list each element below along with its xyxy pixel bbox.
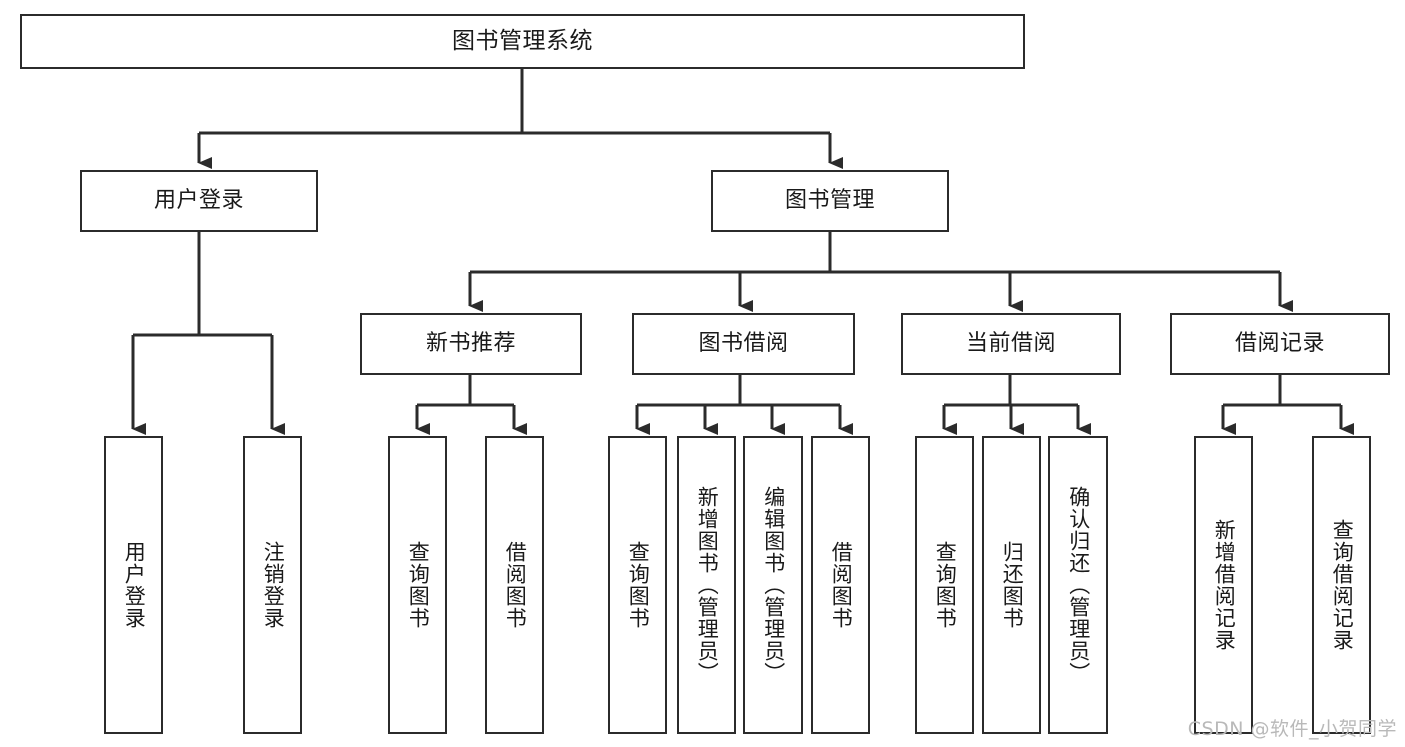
leaf-add-book-admin[interactable]: 新增图书（管理员） <box>677 436 736 734</box>
leaf-confirm-return-admin[interactable]: 确认归还（管理员） <box>1048 436 1108 734</box>
node-label: 新增借阅记录 <box>1212 519 1237 651</box>
node-label: 查询图书 <box>626 541 651 629</box>
node-borrow-records[interactable]: 借阅记录 <box>1170 313 1390 375</box>
leaf-query-borrow-record[interactable]: 查询借阅记录 <box>1312 436 1371 734</box>
node-label: 编辑图书（管理员） <box>761 486 786 684</box>
node-book-management[interactable]: 图书管理 <box>711 170 949 232</box>
leaf-query-book-newbook[interactable]: 查询图书 <box>388 436 447 734</box>
node-label: 确认归还（管理员） <box>1066 486 1091 684</box>
leaf-borrow-book-newbook[interactable]: 借阅图书 <box>485 436 544 734</box>
leaf-return-book[interactable]: 归还图书 <box>982 436 1041 734</box>
node-label: 查询图书 <box>406 541 431 629</box>
node-root-book-management-system[interactable]: 图书管理系统 <box>20 14 1025 69</box>
leaf-borrow-book[interactable]: 借阅图书 <box>811 436 870 734</box>
node-label: 借阅图书 <box>503 541 528 629</box>
node-book-borrowing[interactable]: 图书借阅 <box>632 313 855 375</box>
node-label: 新增图书（管理员） <box>695 486 720 684</box>
node-label: 用户登录 <box>153 187 244 213</box>
node-label: 用户登录 <box>122 541 147 629</box>
node-label: 注销登录 <box>261 541 286 629</box>
node-label: 新书推荐 <box>425 330 516 356</box>
node-current-borrowing[interactable]: 当前借阅 <box>901 313 1121 375</box>
leaf-add-borrow-record[interactable]: 新增借阅记录 <box>1194 436 1253 734</box>
node-label: 归还图书 <box>1000 541 1025 629</box>
node-label: 借阅图书 <box>829 541 854 629</box>
node-label: 图书管理 <box>784 187 875 213</box>
node-label: 图书管理系统 <box>452 27 593 54</box>
node-label: 图书借阅 <box>698 330 789 356</box>
leaf-edit-book-admin[interactable]: 编辑图书（管理员） <box>743 436 803 734</box>
leaf-query-book-current[interactable]: 查询图书 <box>915 436 974 734</box>
leaf-logout[interactable]: 注销登录 <box>243 436 302 734</box>
node-label: 借阅记录 <box>1234 330 1325 356</box>
csdn-watermark: CSDN @软件_小贺同学 <box>1187 718 1397 740</box>
leaf-query-book-borrow[interactable]: 查询图书 <box>608 436 667 734</box>
node-new-book-recommendation[interactable]: 新书推荐 <box>360 313 582 375</box>
node-label: 当前借阅 <box>965 330 1056 356</box>
node-label: 查询借阅记录 <box>1330 519 1355 651</box>
leaf-user-login[interactable]: 用户登录 <box>104 436 163 734</box>
node-label: 查询图书 <box>933 541 958 629</box>
node-user-login[interactable]: 用户登录 <box>80 170 318 232</box>
